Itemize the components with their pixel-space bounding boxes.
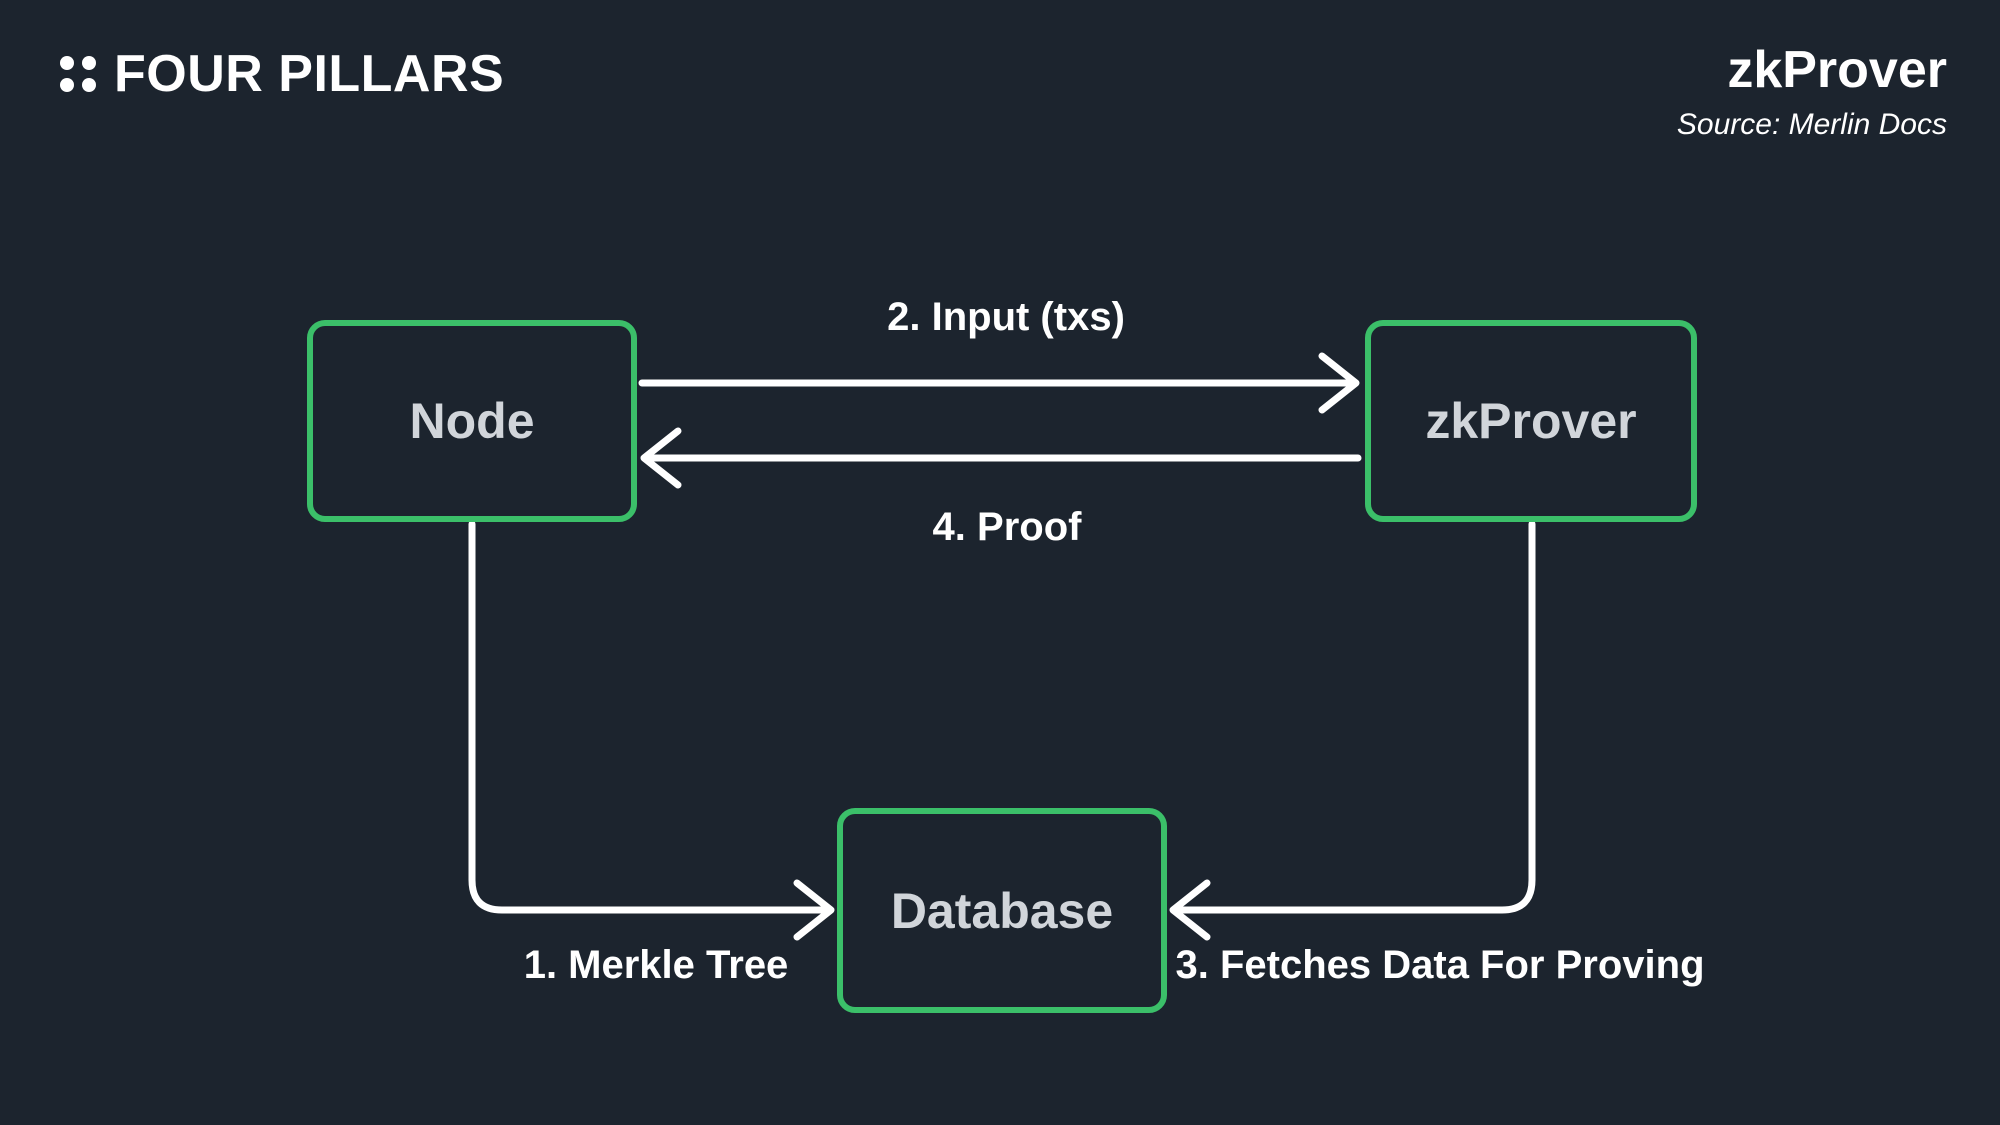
logo-text: FOUR PILLARS	[114, 45, 505, 103]
database-box-label: Database	[890, 882, 1114, 939]
page-title: zkProver	[1727, 41, 1947, 99]
logo-dot	[60, 78, 74, 92]
edge-label-input: 2. Input (txs)	[887, 295, 1125, 339]
logo-dot	[82, 78, 96, 92]
edge-arrow-fetches-data	[1169, 520, 1536, 941]
logo-dot	[60, 56, 74, 70]
node-box: Node	[307, 320, 637, 522]
zkprover-box-label: zkProver	[1425, 393, 1637, 449]
database-box: Database	[837, 808, 1167, 1013]
edge-arrow-input	[638, 352, 1360, 414]
edge-label-fetches-data: 3. Fetches Data For Proving	[1175, 943, 1705, 987]
edge-arrow-merkle-tree	[468, 520, 835, 941]
four-pillars-logo: FOUR PILLARS	[60, 48, 504, 100]
four-dots-icon	[60, 56, 96, 92]
logo-dot	[82, 56, 96, 70]
edge-arrow-proof	[640, 427, 1362, 489]
edge-label-proof: 4. Proof	[932, 505, 1082, 549]
source-caption: Source: Merlin Docs	[1676, 108, 1947, 141]
edge-label-merkle-tree: 1. Merkle Tree	[523, 943, 789, 987]
zkprover-box: zkProver	[1365, 320, 1697, 522]
node-box-label: Node	[409, 393, 535, 449]
header-right: zkProver Source: Merlin Docs	[1677, 44, 1947, 140]
